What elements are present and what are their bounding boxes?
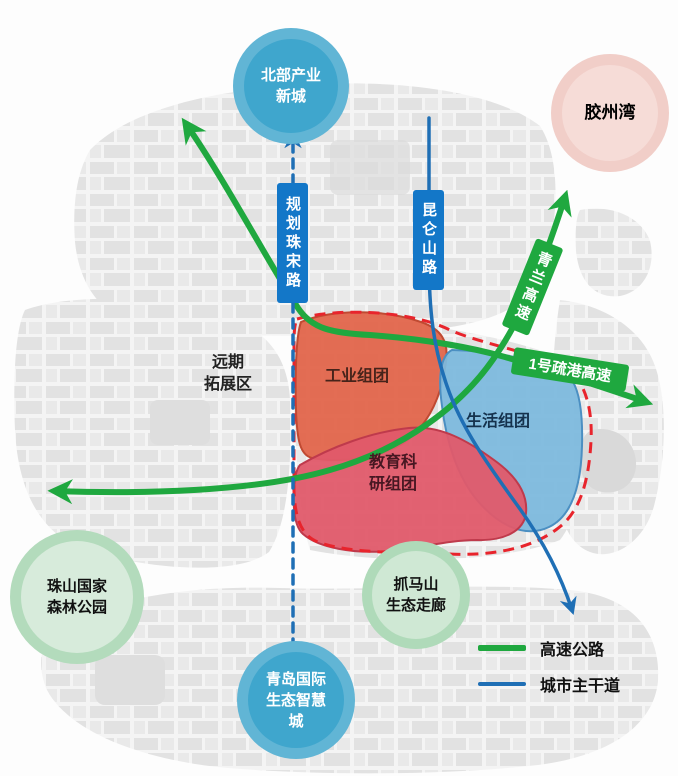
node-zhushan-forest-park: 珠山国家 森林公园: [10, 530, 144, 664]
legend-row-arterial: 城市主干道: [478, 672, 620, 696]
zone-label-industrial: 工业组团: [324, 368, 389, 385]
kunlunshan-road-line: [427, 116, 577, 615]
expressway-line-swatch: [478, 645, 526, 651]
node-qingdao-smart-city: 青岛国际 生态智慧 城: [237, 641, 355, 759]
node-north-industrial-city-label: 北部产业 新城: [260, 67, 321, 105]
zone-label-living: 生活组团: [465, 413, 530, 430]
zone-label-expansion: 远期 拓展区: [203, 354, 252, 393]
legend-label-expressway: 高速公路: [540, 642, 605, 659]
zone-label-education: 教育科 研组团: [368, 454, 417, 493]
road-label-kunlunshan: 昆仑山路: [413, 190, 444, 290]
node-zhuamashan-corridor: 抓马山 生态走廊: [362, 541, 470, 649]
arterial-line-swatch: [478, 682, 526, 686]
legend-label-arterial: 城市主干道: [540, 678, 621, 695]
node-north-industrial-city: 北部产业 新城: [233, 28, 349, 144]
node-qingdao-smart-city-label: 青岛国际 生态智慧 城: [265, 670, 326, 730]
node-jiaozhou-bay: 胶州湾: [551, 54, 669, 172]
node-zhushan-forest-park-label: 珠山国家 森林公园: [46, 578, 107, 616]
legend-row-expressway: 高速公路: [478, 636, 620, 660]
node-jiaozhou-bay-label: 胶州湾: [584, 103, 636, 123]
legend: 高速公路 城市主干道: [478, 636, 620, 696]
node-zhuamashan-corridor-label: 抓马山 生态走廊: [385, 576, 446, 614]
road-label-zhusong: 规划珠宋路: [277, 183, 308, 303]
